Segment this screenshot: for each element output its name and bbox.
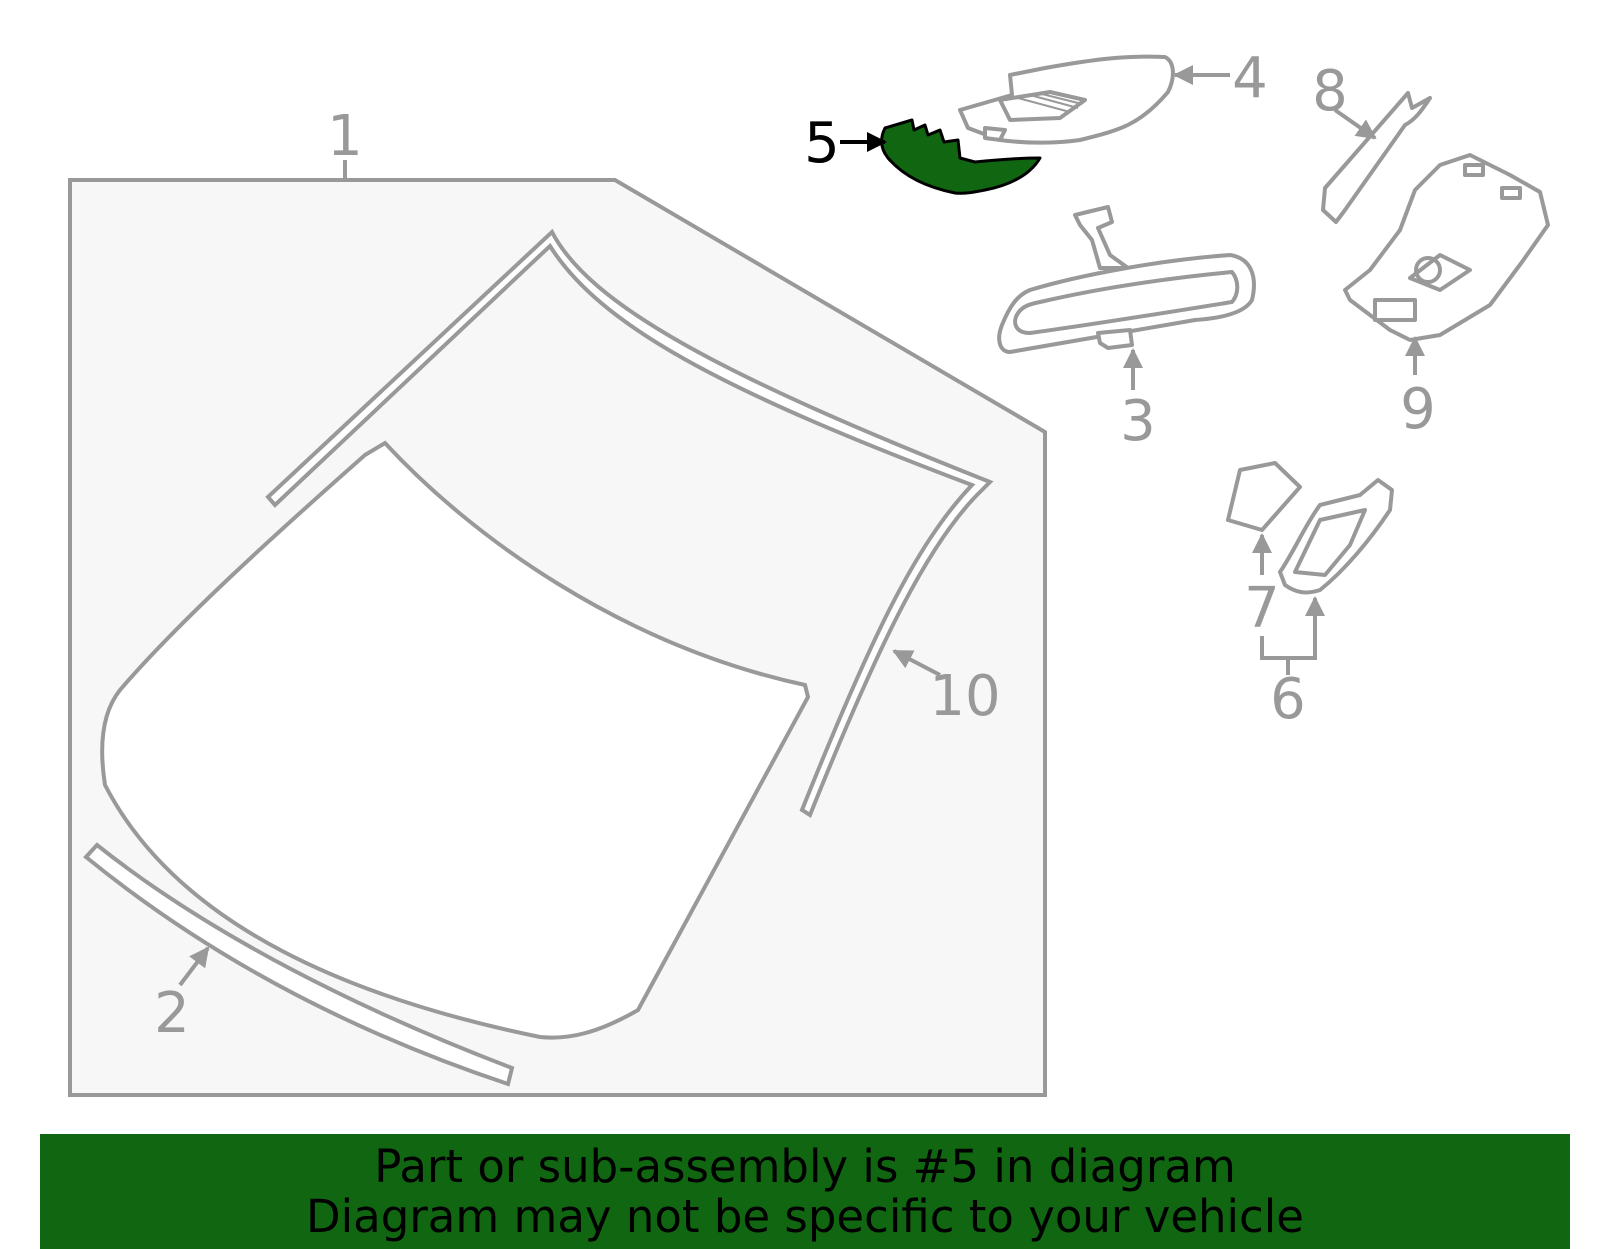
leader-lines xyxy=(178,65,1425,987)
callout-3: 3 xyxy=(1120,389,1156,454)
info-banner: Part or sub-assembly is #5 in diagram Di… xyxy=(40,1134,1570,1249)
mounting-strip[interactable] xyxy=(1321,91,1432,224)
callout-9: 9 xyxy=(1400,377,1436,442)
rearview-mirror[interactable] xyxy=(997,205,1256,354)
banner-line-1: Part or sub-assembly is #5 in diagram xyxy=(374,1140,1236,1193)
lower-molding[interactable] xyxy=(83,842,515,1087)
callout-8: 8 xyxy=(1312,59,1348,124)
adhesive-pad[interactable] xyxy=(1226,461,1302,532)
callout-7: 7 xyxy=(1244,576,1280,641)
callout-1: 1 xyxy=(327,104,363,169)
callout-10: 10 xyxy=(929,664,1000,729)
sensor-housing[interactable] xyxy=(1278,478,1394,595)
windshield-glass[interactable] xyxy=(100,440,811,1040)
upper-molding[interactable] xyxy=(265,228,994,818)
callout-6: 6 xyxy=(1270,667,1306,732)
banner-line-2: Diagram may not be specific to your vehi… xyxy=(306,1190,1304,1243)
highlighted-part-5[interactable] xyxy=(880,118,1042,195)
camera-module[interactable] xyxy=(1343,153,1550,342)
sensor-cover[interactable] xyxy=(958,54,1175,145)
callout-5: 5 xyxy=(804,111,840,176)
callout-2: 2 xyxy=(154,981,190,1046)
callout-4: 4 xyxy=(1232,46,1268,111)
